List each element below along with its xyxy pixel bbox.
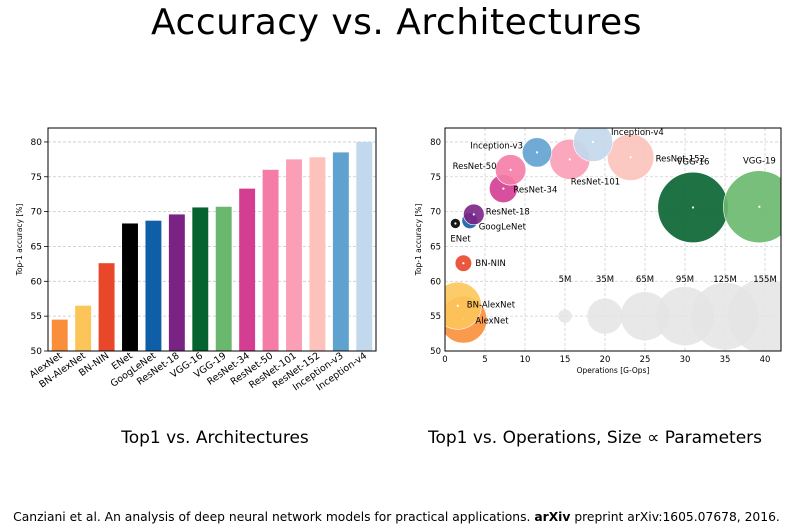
bubble-label-googlenet: GoogLeNet bbox=[479, 223, 527, 233]
bar-y-tick-label: 80 bbox=[31, 138, 43, 148]
bubble-y-tick-label: 50 bbox=[430, 347, 441, 357]
bubble-center-dot bbox=[691, 206, 695, 209]
bubble-x-tick-label: 10 bbox=[520, 355, 531, 365]
bubble-center-dot bbox=[509, 168, 512, 171]
citation-ref: preprint arXiv:1605.07678, 2016. bbox=[574, 510, 780, 524]
bubble-center-dot bbox=[462, 262, 465, 265]
slide-title: Accuracy vs. Architectures bbox=[151, 2, 642, 43]
bubble-x-tick-label: 30 bbox=[680, 355, 691, 365]
bubble-center-dot bbox=[502, 187, 505, 190]
bubble-vgg-19 bbox=[723, 170, 781, 244]
bubble-x-tick-label: 35 bbox=[720, 355, 731, 365]
bubble-label-resnet-101: ResNet-101 bbox=[571, 177, 620, 187]
bubble-y-tick-label: 75 bbox=[430, 173, 441, 183]
bar-vgg-16 bbox=[192, 207, 209, 351]
bubble-center-dot bbox=[456, 304, 459, 307]
bar-y-tick-label: 65 bbox=[31, 242, 42, 252]
bar-vgg-19 bbox=[215, 206, 232, 351]
bar-inception-v4 bbox=[356, 141, 373, 351]
bubble-label-resnet-18: ResNet-18 bbox=[486, 207, 530, 217]
bar-y-axis-label: Top-1 accuracy [%] bbox=[15, 204, 24, 277]
size-legend-label: 35M bbox=[596, 275, 614, 285]
bubble-label-inception-v4: Inception-v4 bbox=[611, 128, 664, 138]
size-legend-bubble bbox=[558, 309, 572, 323]
bubble-center-dot bbox=[535, 151, 539, 154]
bubble-y-tick-label: 60 bbox=[430, 277, 441, 287]
bubble-bn-alexnet bbox=[445, 281, 482, 330]
size-legend-label: 125M bbox=[713, 275, 737, 285]
bubble-center-dot bbox=[454, 222, 457, 225]
citation-text: Canziani et al. An analysis of deep neur… bbox=[13, 510, 531, 524]
bar-inception-v3 bbox=[332, 152, 349, 351]
bar-alexnet bbox=[51, 319, 68, 351]
size-legend-label: 65M bbox=[636, 275, 654, 285]
bubble-center-dot bbox=[591, 140, 595, 144]
bar-bn-alexnet bbox=[75, 305, 92, 351]
bubble-label-resnet-34: ResNet-34 bbox=[513, 186, 557, 196]
size-legend-label: 155M bbox=[753, 275, 777, 285]
bar-bn-nin bbox=[98, 263, 115, 351]
bubble-x-tick-label: 40 bbox=[760, 355, 771, 365]
bubble-label-resnet-152: ResNet-152 bbox=[656, 154, 705, 164]
citation: Canziani et al. An analysis of deep neur… bbox=[0, 510, 793, 524]
size-legend-label: 95M bbox=[676, 275, 694, 285]
bubble-label-bn-alexnet: BN-AlexNet bbox=[467, 301, 516, 311]
bar-plot-frame bbox=[47, 127, 377, 352]
bubble-y-tick-label: 80 bbox=[430, 138, 441, 148]
bar-y-tick-label: 55 bbox=[31, 312, 42, 322]
bubble-label-enet: ENet bbox=[450, 234, 471, 244]
bubble-inception-v4 bbox=[573, 128, 613, 162]
bar-y-tick-label: 75 bbox=[31, 173, 42, 183]
bubble-x-tick-label: 15 bbox=[560, 355, 571, 365]
bubble-y-tick-label: 65 bbox=[430, 242, 441, 252]
bar-y-tick-label: 50 bbox=[31, 347, 43, 357]
bubble-x-tick-label: 5 bbox=[482, 355, 487, 365]
bubble-chart-caption: Top1 vs. Operations, Size ∝ Parameters bbox=[427, 428, 763, 448]
bubble-x-tick-label: 20 bbox=[600, 355, 611, 365]
bubble-x-axis-label: Operations [G-Ops] bbox=[577, 366, 650, 375]
bubble-label-inception-v3: Inception-v3 bbox=[470, 141, 523, 151]
size-legend-bubble bbox=[727, 278, 781, 351]
bubble-label-bn-nin: BN-NIN bbox=[475, 259, 505, 269]
citation-arxiv: arXiv bbox=[534, 510, 571, 524]
size-legend-label: 5M bbox=[559, 275, 572, 285]
bar-resnet-101 bbox=[286, 159, 302, 351]
bar-enet bbox=[122, 223, 138, 351]
bubble-center-dot bbox=[758, 205, 761, 208]
bubble-x-tick-label: 0 bbox=[442, 355, 447, 365]
bar-resnet-152 bbox=[309, 157, 326, 351]
bubble-label-alexnet: AlexNet bbox=[475, 317, 509, 327]
bar-y-tick-label: 60 bbox=[31, 277, 43, 287]
size-legend-bubble bbox=[620, 291, 670, 341]
bar-resnet-34 bbox=[239, 188, 256, 351]
bubble-center-dot bbox=[629, 156, 632, 159]
bar-resnet-18 bbox=[168, 214, 185, 351]
bar-chart-caption: Top1 vs. Architectures bbox=[121, 428, 309, 448]
bubble-marks bbox=[445, 128, 781, 351]
bubble-label-resnet-50: ResNet-50 bbox=[453, 162, 497, 172]
bubble-y-tick-label: 70 bbox=[430, 208, 441, 218]
bubble-label-vgg-16: VGG-16 bbox=[677, 157, 710, 167]
bar-googlenet bbox=[145, 220, 162, 351]
bubble-label-vgg-19: VGG-19 bbox=[743, 157, 776, 167]
bubble-x-tick-label: 25 bbox=[640, 355, 651, 365]
bar-resnet-50 bbox=[262, 169, 279, 351]
bubble-y-axis-label: Top-1 accuracy [%] bbox=[414, 204, 423, 277]
size-legend-bubble bbox=[587, 298, 623, 334]
bubble-center-dot bbox=[568, 158, 571, 161]
bubble-plot-frame bbox=[444, 127, 782, 352]
bubble-chart: 50 55 60 65 70 75 80 0 5 10 15 20 25 30 35 40Operations… bbox=[414, 127, 782, 375]
bar-y-tick-label: 70 bbox=[31, 208, 43, 218]
bubble-y-tick-label: 55 bbox=[430, 312, 441, 322]
bubble-center-dot bbox=[472, 213, 475, 216]
